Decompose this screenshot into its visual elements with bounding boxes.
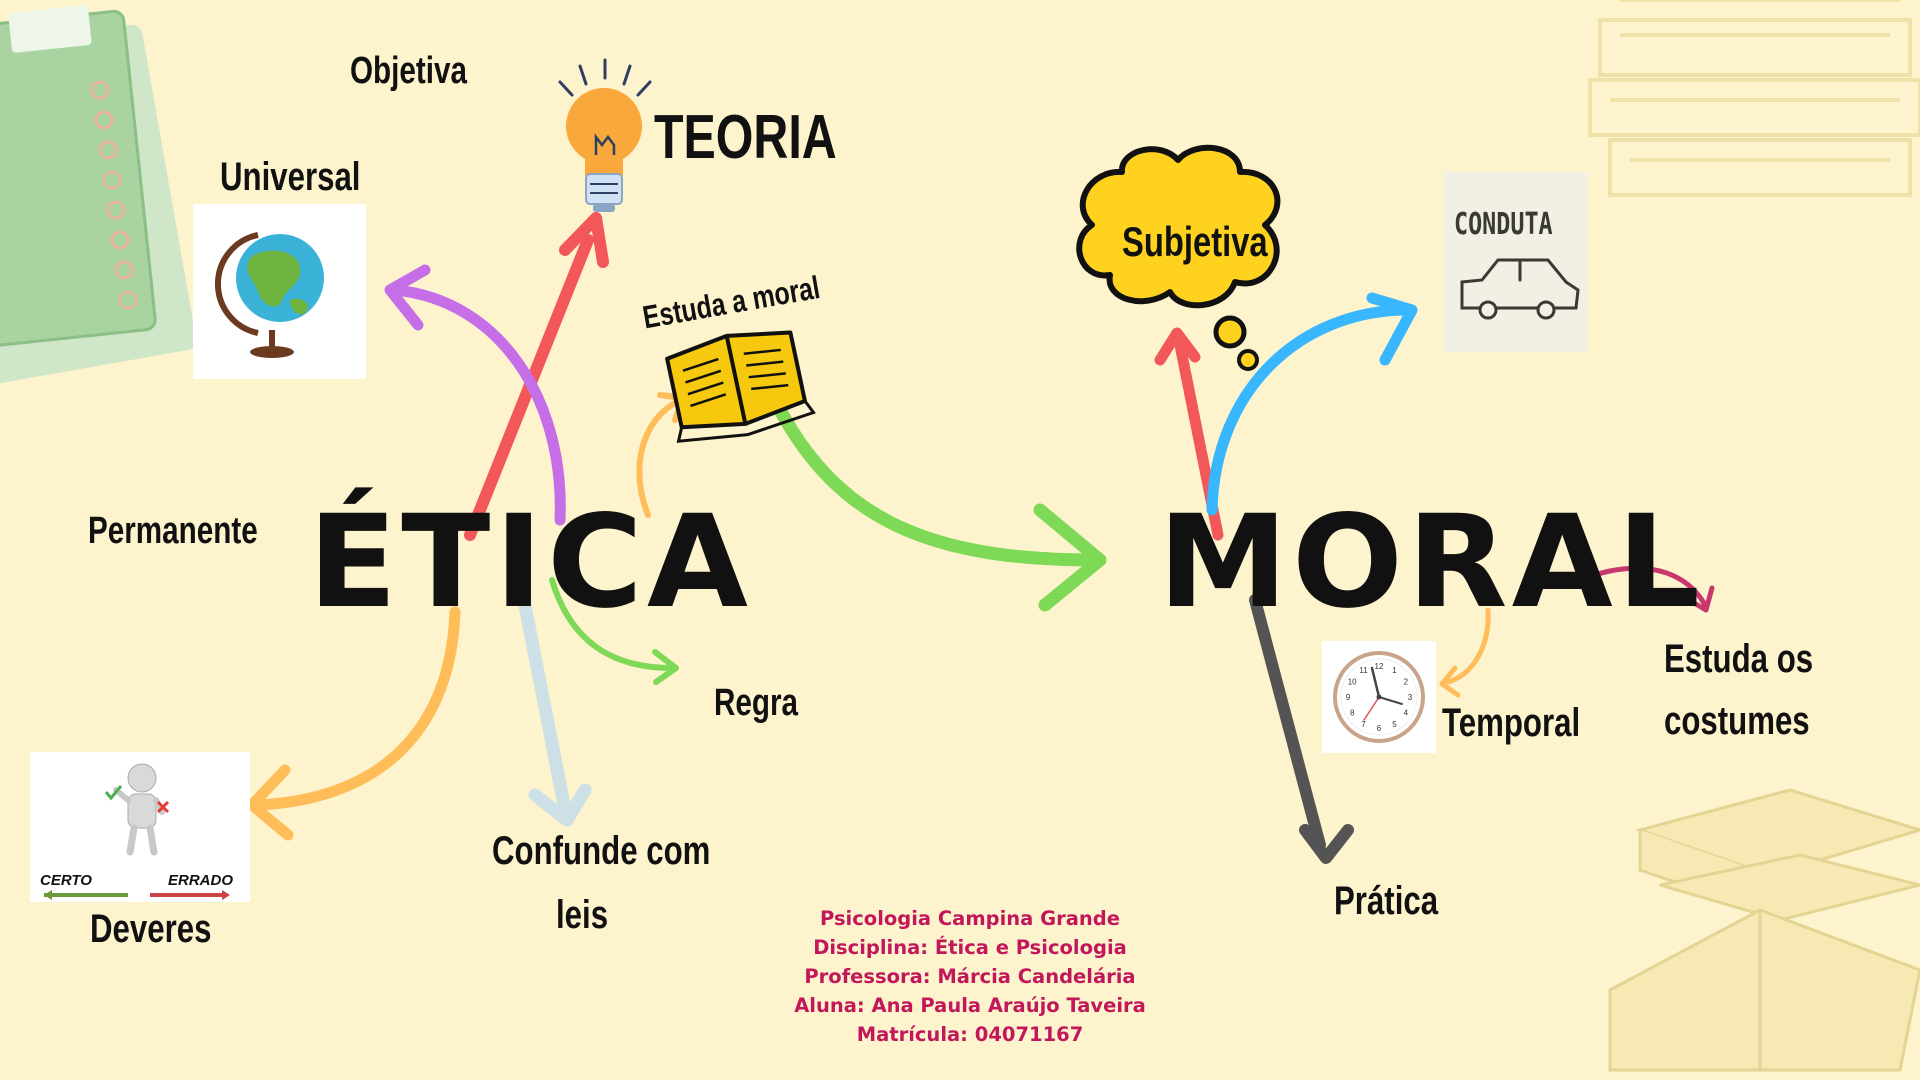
car-icon bbox=[1460, 258, 1580, 320]
globe-card bbox=[193, 204, 366, 379]
label-temporal: Temporal bbox=[1442, 701, 1581, 745]
clock-numeral: 9 bbox=[1346, 693, 1351, 702]
arrow-to-temporal bbox=[1445, 607, 1491, 685]
deveres-card bbox=[30, 752, 250, 902]
label-conduta: CONDUTA bbox=[1454, 207, 1553, 242]
clock-numeral: 6 bbox=[1377, 724, 1382, 733]
clock-numeral: 1 bbox=[1392, 666, 1397, 675]
label-estuda-costumes-1: Estuda os bbox=[1664, 637, 1814, 681]
label-permanente: Permanente bbox=[88, 510, 258, 552]
arrow-book-to-moral bbox=[773, 403, 1102, 567]
label-deveres: Deveres bbox=[90, 907, 212, 951]
book-stack-decoration bbox=[1588, 0, 1920, 197]
credits-professor: Professora: Márcia Candelária bbox=[804, 965, 1136, 988]
credits-enrollment: Matrícula: 04071167 bbox=[856, 1023, 1084, 1046]
label-subjetiva: Subjetiva bbox=[1122, 218, 1268, 265]
label-confunde-1: Confunde com bbox=[492, 829, 711, 873]
book-stack-decoration bbox=[1608, 788, 1920, 1072]
arrow-to-confunde bbox=[513, 573, 572, 817]
notebook-decoration bbox=[0, 5, 197, 387]
credits-student: Aluna: Ana Paula Araújo Taveira bbox=[794, 994, 1146, 1017]
clock-numeral: 7 bbox=[1361, 720, 1366, 729]
arrow-to-regra bbox=[549, 577, 675, 671]
label-estuda-costumes-2: costumes bbox=[1664, 699, 1810, 743]
clock-numeral: 2 bbox=[1404, 678, 1409, 687]
arrow-to-pratica bbox=[1249, 594, 1326, 851]
arrow-to-costumes bbox=[1567, 565, 1708, 608]
arrow-to-conduta bbox=[1206, 304, 1414, 516]
lightbulb-icon bbox=[558, 58, 652, 212]
globe-icon bbox=[214, 232, 324, 358]
person-checkmark-icon bbox=[104, 763, 170, 856]
arrow-to-estuda-moral bbox=[636, 397, 683, 518]
label-objetiva: Objetiva bbox=[350, 50, 467, 92]
clock-numeral: 10 bbox=[1348, 678, 1357, 687]
label-pratica: Prática bbox=[1334, 879, 1439, 923]
credits-block: Psicologia Campina Grande Disciplina: Ét… bbox=[760, 904, 1180, 1049]
moral-title: MORAL bbox=[1158, 488, 1705, 637]
credits-discipline: Disciplina: Ética e Psicologia bbox=[813, 936, 1127, 959]
clock-numeral: 4 bbox=[1404, 709, 1409, 718]
etica-title: ÉTICA bbox=[308, 488, 753, 637]
clock-numeral: 12 bbox=[1375, 662, 1384, 671]
label-universal: Universal bbox=[220, 155, 361, 199]
conduta-card bbox=[1444, 172, 1587, 352]
label-certo: CERTO bbox=[40, 872, 92, 889]
label-teoria: TEORIA bbox=[654, 103, 837, 172]
label-errado: ERRADO bbox=[168, 872, 234, 889]
credits-course: Psicologia Campina Grande bbox=[820, 907, 1120, 930]
label-confunde-2: leis bbox=[556, 893, 609, 937]
thought-cloud-icon bbox=[1076, 144, 1281, 371]
clock-numeral: 3 bbox=[1408, 693, 1413, 702]
clock-numeral: 11 bbox=[1359, 666, 1368, 675]
label-regra: Regra bbox=[714, 682, 799, 724]
clock-numeral: 5 bbox=[1392, 720, 1397, 729]
arrow-to-universal bbox=[389, 284, 566, 526]
arrow-to-deveres bbox=[252, 606, 461, 811]
clock-numeral: 8 bbox=[1350, 709, 1355, 718]
open-book-icon bbox=[665, 330, 816, 443]
